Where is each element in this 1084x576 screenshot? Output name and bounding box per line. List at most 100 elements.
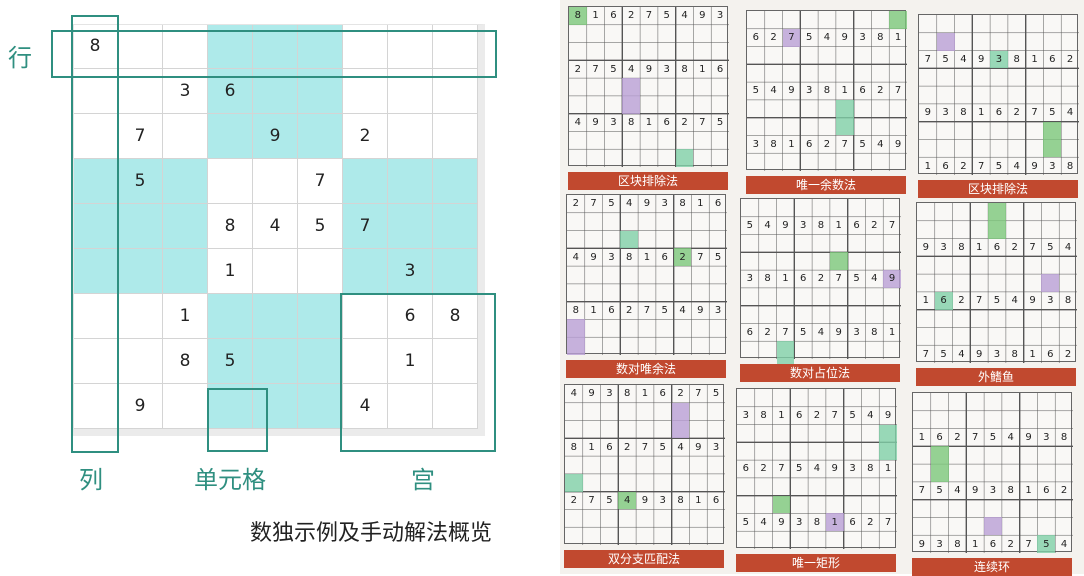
technique-title: 连续环	[912, 558, 1072, 576]
technique-title: 外鳍鱼	[916, 368, 1076, 386]
grid-cell: 3	[388, 249, 433, 294]
shaded-cell	[934, 291, 953, 310]
shaded-cell	[825, 513, 844, 532]
mini-digit: 9	[841, 32, 848, 44]
mini-digit: 1	[697, 198, 704, 210]
mini-digit: 3	[995, 53, 1003, 65]
mini-digit: 2	[1064, 348, 1072, 360]
mini-digit: 5	[606, 495, 613, 506]
mini-digit: 6	[853, 220, 860, 232]
mini-digit: 5	[1049, 107, 1056, 119]
shaded-cell	[889, 11, 907, 29]
mini-digit: 6	[936, 431, 943, 443]
mini-digit: 9	[695, 441, 702, 453]
mini-digit: 3	[1047, 295, 1054, 307]
mini-digit: 6	[714, 198, 722, 210]
mini-digit: 4	[623, 495, 631, 506]
technique-title: 数对占位法	[740, 364, 900, 382]
mini-digit: 8	[677, 495, 684, 506]
mini-digit: 4	[1060, 538, 1068, 550]
shaded-cell	[618, 491, 637, 510]
mini-digit: 1	[1031, 53, 1038, 65]
mini-digit: 9	[831, 463, 838, 475]
mini-digit: 1	[841, 85, 848, 97]
mini-digit: 8	[1064, 295, 1072, 307]
mini-digit: 8	[574, 10, 582, 22]
mini-digit: 1	[1025, 485, 1032, 497]
shaded-cell	[782, 28, 801, 47]
grid-cell	[343, 159, 388, 204]
mini-digit: 1	[590, 305, 597, 316]
mini-digit: 5	[716, 117, 724, 128]
mini-digit: 3	[606, 388, 613, 400]
column-label: 列	[79, 466, 103, 494]
mini-digit: 9	[1025, 431, 1032, 443]
grid-cell	[208, 294, 253, 339]
mini-digit: 2	[1011, 241, 1018, 253]
mini-digit: 7	[924, 53, 932, 65]
grid-cell: 8	[163, 339, 208, 384]
grid-cell: 9	[118, 384, 163, 429]
mini-digit: 4	[677, 441, 684, 453]
mini-digit: 5	[805, 32, 813, 44]
mini-digit: 2	[871, 220, 878, 232]
mini-digit: 5	[608, 198, 615, 210]
mini-digit: 8	[877, 32, 884, 44]
mini-digit: 8	[764, 273, 771, 285]
mini-digit: 3	[752, 138, 760, 150]
mini-digit: 5	[746, 220, 754, 232]
grid-cell: 7	[298, 159, 343, 204]
shaded-cell	[1037, 535, 1056, 553]
grid-cell: 2	[343, 114, 388, 159]
mini-digit: 7	[975, 295, 983, 307]
mini-digit: 7	[699, 117, 706, 128]
mini-digit: 2	[570, 495, 578, 506]
mini-digit: 7	[695, 388, 702, 400]
mini-digit: 4	[823, 32, 831, 44]
mini-digit: 7	[592, 63, 599, 75]
mini-digit: 8	[760, 410, 767, 422]
mini-digit: 7	[1025, 538, 1032, 550]
mini-digit: 2	[764, 326, 771, 338]
mini-digit: 3	[746, 273, 754, 285]
mini-digit: 8	[770, 138, 777, 150]
mini-digit: 1	[588, 441, 595, 453]
mini-digit: 9	[971, 485, 979, 497]
mini-digit: 4	[572, 251, 580, 263]
mini-digit: 6	[659, 388, 666, 400]
shaded-cell	[675, 149, 694, 167]
shaded-cell	[569, 7, 587, 25]
mini-digit: 1	[645, 117, 653, 128]
mini-digit: 9	[697, 305, 704, 316]
mini-digit: 8	[572, 305, 580, 316]
grid-cell	[163, 249, 208, 294]
mini-digit: 4	[627, 63, 635, 75]
grid-cell	[433, 114, 478, 159]
mini-digit: 4	[764, 220, 771, 232]
mini-digit: 7	[884, 516, 892, 528]
mini-digit: 8	[623, 388, 631, 400]
mini-digit: 4	[960, 53, 967, 65]
mini-digit: 4	[770, 85, 777, 97]
mini-digit: 2	[813, 410, 821, 422]
mini-digit: 5	[995, 160, 1003, 172]
mini-digit: 9	[643, 198, 651, 210]
row-label: 行	[8, 44, 32, 72]
grid-cell	[253, 249, 298, 294]
mini-digit: 8	[681, 63, 688, 75]
mini-digit: 5	[942, 53, 949, 65]
mini-digit: 3	[610, 117, 617, 128]
mini-digit: 3	[716, 10, 724, 22]
grid-cell	[433, 339, 478, 384]
mini-digit: 2	[958, 295, 965, 307]
mini-digit: 9	[975, 348, 983, 360]
mini-digit: 1	[1029, 348, 1036, 360]
grid-cell	[253, 339, 298, 384]
mini-digit: 9	[788, 85, 795, 97]
mini-digit: 2	[623, 441, 631, 453]
mini-digit: 9	[699, 10, 706, 22]
mini-digit: 3	[712, 441, 720, 453]
mini-digit: 3	[942, 107, 949, 119]
